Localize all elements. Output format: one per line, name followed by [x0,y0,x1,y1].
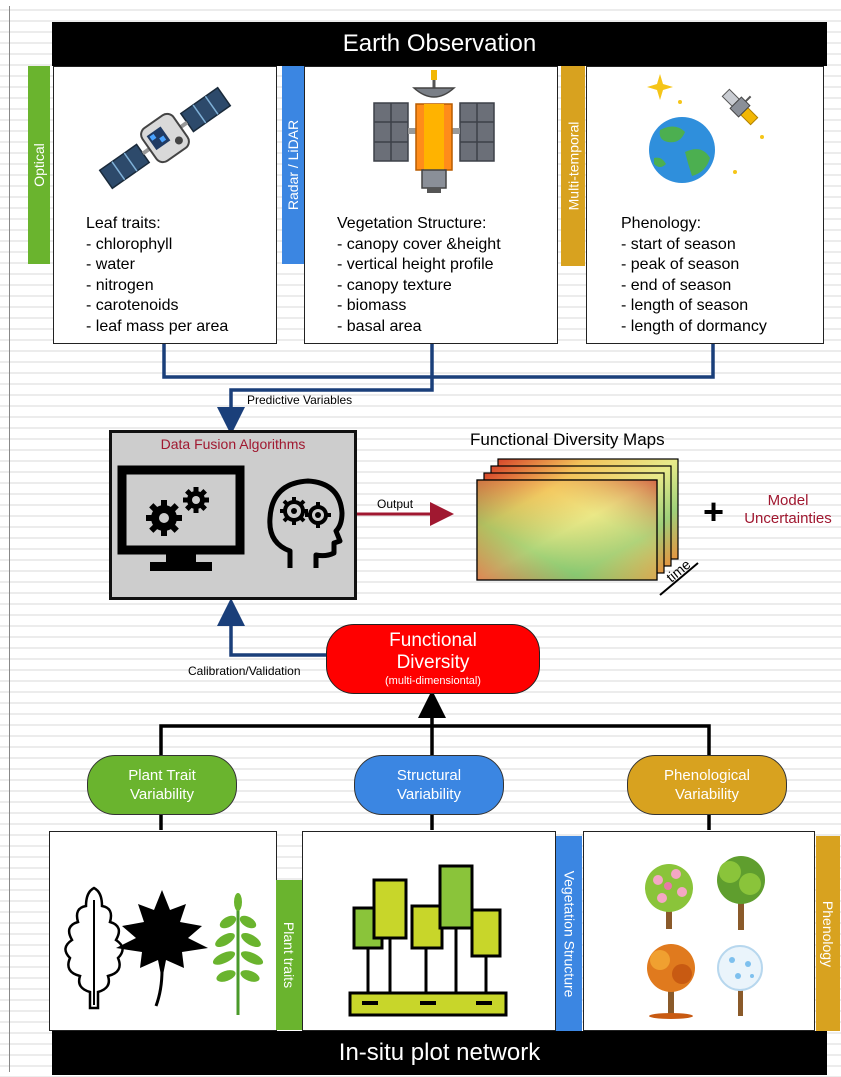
model-uncertainties-label: Model Uncertainties [744,492,832,527]
satellite-icon [95,80,235,195]
output-label: Output [377,497,414,511]
phenology-item: - length of dormancy [621,317,767,335]
monitor-gears-icon [117,465,245,571]
structure-item: - vertical height profile [337,256,494,273]
phenological-variability-pill: Phenological Variability [627,755,787,815]
diagram-frame [9,6,834,1072]
phenology-item: - peak of season [621,256,740,273]
in-situ-plot-network-title: In-situ plot network [338,1039,541,1066]
leaf-trait-item: - water [86,256,135,273]
seasonal-trees-icon [638,850,778,1020]
earth-observation-bar: Earth Observation [52,22,827,66]
earth-observation-title: Earth Observation [342,30,537,57]
leaf-trait-item: - leaf mass per area [86,317,229,335]
head-gears-icon [267,478,345,568]
leaf-trait-item: - carotenoids [86,297,179,314]
phenology-panel [583,831,815,1031]
panel-leaf-traits [53,66,277,344]
data-fusion-title: Data Fusion Algorithms [160,436,306,452]
in-situ-plot-network-bar: In-situ plot network [52,1031,827,1075]
tab-phenology: Phenology [816,836,840,1031]
phenology-item: - length of season [621,297,749,314]
phenology-item: - start of season [621,235,736,253]
structural-variability-pill: Structural Variability [354,755,504,815]
leaf-trait-item: - nitrogen [86,276,154,294]
plus-sign: + [703,491,725,532]
forest-structure-icon [348,858,508,1018]
tab-plant-traits: Plant traits [276,880,302,1030]
vegetation-structure-heading: Vegetation Structure: [337,215,487,232]
tab-radar-lidar: Radar / LiDAR [282,66,304,264]
leaf-trait-item: - chlorophyll [86,235,173,253]
structure-item: - biomass [337,297,407,314]
tab-multi-temporal: Multi-temporal [561,66,585,266]
predictive-variables-label: Predictive Variables [247,393,353,407]
structure-item: - basal area [337,317,422,335]
leaf-traits-heading: Leaf traits: [86,215,161,232]
phenology-text: Phenology: - start of season - peak of s… [621,214,767,337]
leaf-icons [58,880,268,1020]
radar-satellite-icon [372,70,497,195]
vegetation-structure-text: Vegetation Structure: - canopy cover &he… [337,214,501,337]
leaf-traits-text: Leaf traits: - chlorophyll - water - nit… [86,214,228,337]
structure-item: - canopy texture [337,276,452,294]
data-fusion-box: Data Fusion Algorithms [109,430,357,600]
panel-phenology [586,66,824,344]
diversity-maps-stack [470,455,700,605]
earth-satellite-icon [640,72,770,197]
tab-optical: Optical [28,66,50,264]
phenology-item: - end of season [621,276,732,294]
calibration-validation-label: Calibration/Validation [188,664,301,678]
functional-diversity-pill: Functional Diversity (multi-dimensiontal… [326,624,540,694]
plant-trait-variability-pill: Plant Trait Variability [87,755,237,815]
structure-item: - canopy cover &height [337,235,501,253]
tab-vegetation-structure: Vegetation Structure [556,836,582,1031]
functional-diversity-maps-title: Functional Diversity Maps [470,430,665,449]
phenology-heading: Phenology: [621,215,702,232]
